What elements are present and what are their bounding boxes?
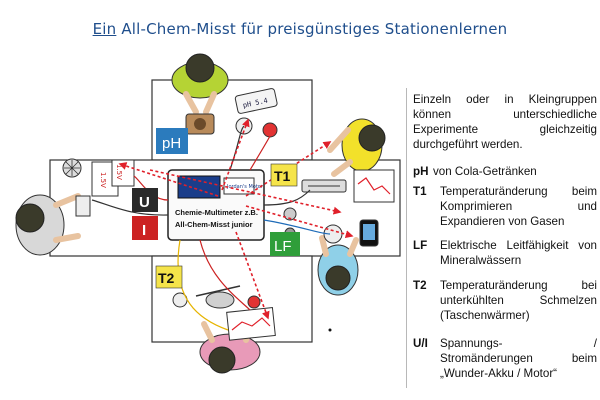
battery-label-2: 1.5V xyxy=(115,164,123,180)
ui-equipment: 1.5V 1.5V xyxy=(62,158,135,217)
student-right-blue xyxy=(317,235,359,296)
multimeter: Jordan's Motor Chemie-Multimeter z.B. Al… xyxy=(167,169,265,241)
meter-brand: Jordan's Motor xyxy=(226,184,264,190)
station-i: I xyxy=(132,216,158,240)
station-i-label: I xyxy=(142,222,146,239)
legend-code: T2 xyxy=(413,279,427,292)
station-lf-label: LF xyxy=(274,238,292,255)
student-top-green xyxy=(171,53,229,115)
station-t2: T2 xyxy=(155,265,183,289)
legend-text: Elektrische Leitfähigkeit von Mineralwäs… xyxy=(440,239,597,267)
station-ph: pH xyxy=(156,128,188,154)
battery-label: 1.5V xyxy=(99,172,107,188)
classroom-diagram: pH 5.4 1.5V 1.5V Jordan's Mo xyxy=(15,53,401,374)
legend-text: Temperaturänderung beim Komprimieren und… xyxy=(440,185,597,228)
connection-arrows xyxy=(118,118,354,320)
student-right-yellow xyxy=(327,118,386,177)
station-ph-label: pH xyxy=(162,135,181,152)
meter-label-line-1: Chemie-Multimeter z.B. xyxy=(175,208,258,217)
station-t1-label: T1 xyxy=(274,168,291,184)
legend-code: LF xyxy=(413,239,428,252)
legend-text: Temperaturänderung bei unterkühlten Schm… xyxy=(440,279,597,322)
station-u-label: U xyxy=(139,194,150,211)
station-t2-label: T2 xyxy=(158,270,175,286)
legend-code: pH xyxy=(413,165,429,178)
t1-equipment xyxy=(283,169,395,247)
legend-text: Spannungs- / Stromänderungen beim „Wunde… xyxy=(440,337,597,380)
description-panel: Einzeln oder in Kleingruppen können unte… xyxy=(406,88,597,388)
legend-code: T1 xyxy=(413,185,427,198)
dot-mark xyxy=(328,328,332,332)
title-underlined: Ein xyxy=(92,20,117,38)
legend-code: U/I xyxy=(413,337,428,350)
legend-text: von Cola-Getränken xyxy=(433,165,537,178)
station-u: U xyxy=(132,188,158,212)
page-title: Ein All-Chem-Misst für preisgünstiges St… xyxy=(0,20,600,38)
title-rest: All-Chem-Misst für preisgünstiges Statio… xyxy=(121,20,508,38)
student-left-gray xyxy=(15,193,81,256)
meter-label-line-2: All-Chem-Misst junior xyxy=(175,220,253,229)
station-lf: LF xyxy=(270,232,300,256)
intro-text: Einzeln oder in Kleingruppen können unte… xyxy=(413,93,597,151)
station-t1: T1 xyxy=(270,163,298,187)
cables xyxy=(91,125,331,331)
